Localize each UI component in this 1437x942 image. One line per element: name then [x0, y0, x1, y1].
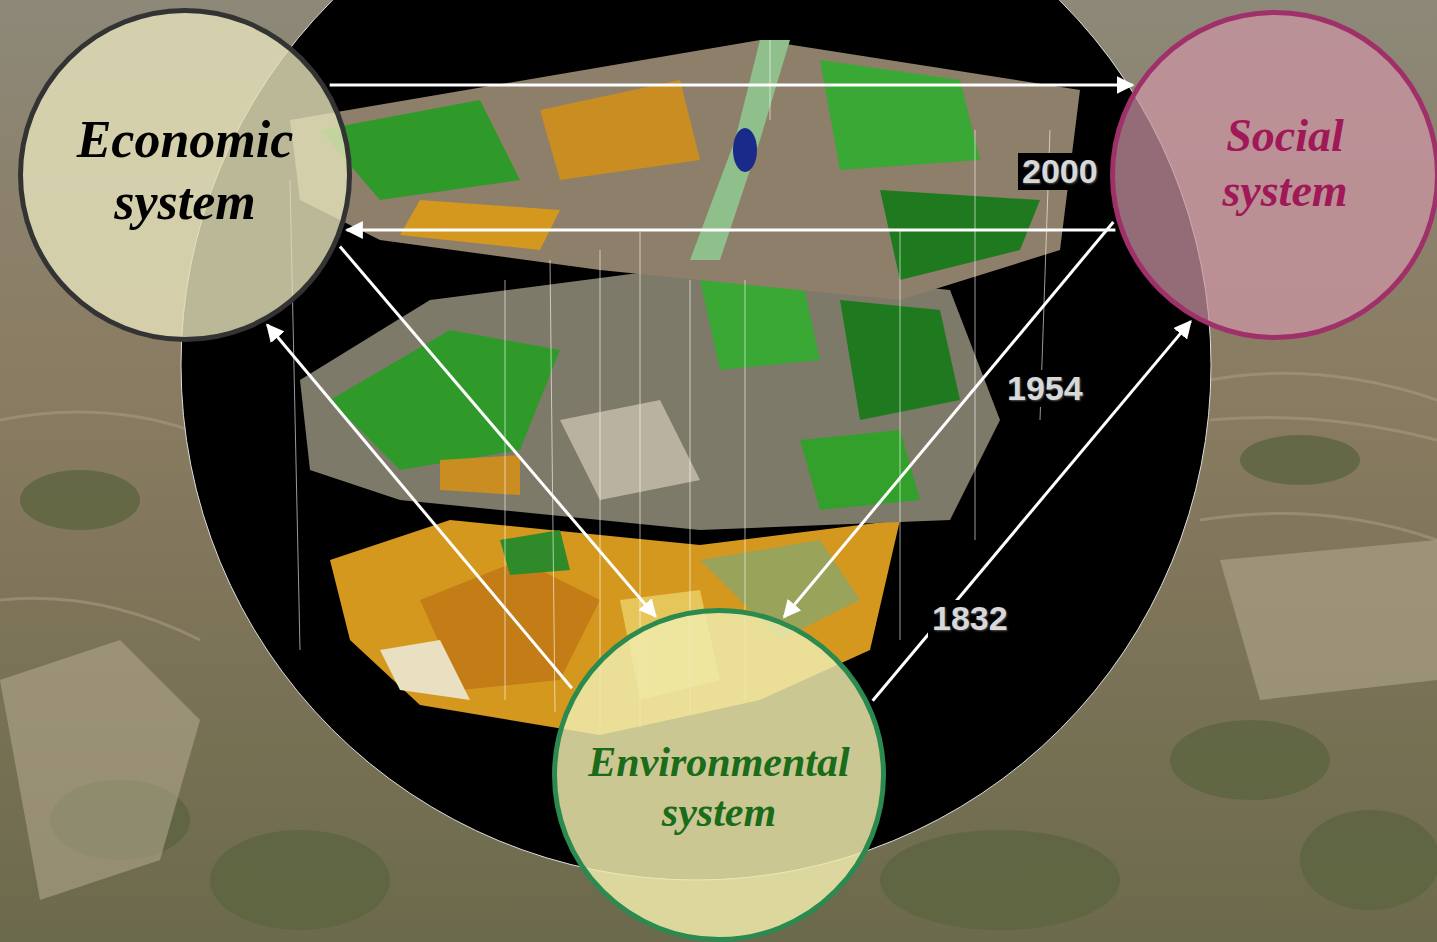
year-label: 1832: [928, 600, 1012, 637]
system-circle: Social system: [1110, 10, 1437, 340]
flow-arrow: [340, 246, 656, 616]
system-label: Environmental system: [569, 737, 869, 838]
year-label: 1954: [1003, 370, 1087, 407]
year-label: 2000: [1018, 153, 1102, 190]
system-circle: Economic system: [18, 8, 352, 342]
flow-arrow: [267, 325, 572, 688]
flow-arrow: [347, 229, 1116, 232]
system-circle: Environmental system: [552, 608, 886, 942]
system-label: Social system: [1175, 108, 1395, 218]
flow-arrow: [330, 84, 1133, 87]
system-label: Economic system: [50, 109, 320, 234]
flow-arrow: [873, 321, 1191, 700]
flow-arrow: [784, 222, 1113, 617]
